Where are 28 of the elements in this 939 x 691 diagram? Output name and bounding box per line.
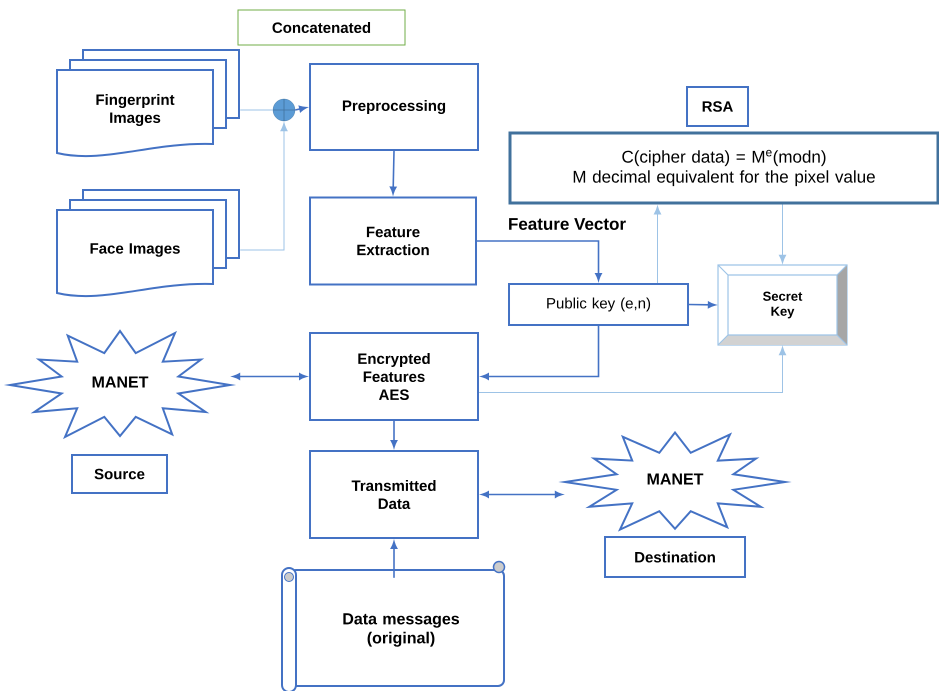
arrow xyxy=(390,150,397,194)
arrow xyxy=(390,421,398,448)
edge-label: Feature Vector xyxy=(506,217,628,231)
arrow xyxy=(232,373,307,380)
arrow xyxy=(481,326,600,380)
arrow xyxy=(477,240,602,281)
process-box: Preprocessing xyxy=(309,63,479,151)
document-stack: Face Images xyxy=(56,188,240,298)
summing-junction xyxy=(272,98,296,122)
process-box: Encrypted Features AES xyxy=(309,332,479,421)
process-box: RSA xyxy=(686,86,749,127)
arrow xyxy=(778,204,786,264)
arrow xyxy=(481,491,562,498)
process-box: Feature Extraction xyxy=(309,196,477,286)
process-box: Public key (e,n) xyxy=(508,283,689,326)
arrow xyxy=(295,106,307,112)
arrow xyxy=(654,206,662,284)
process-box: Transmitted Data xyxy=(309,450,479,539)
formula-box: C(cipher data) = M$^{e}$(modn) M decimal equivalent for the pixel value xyxy=(508,132,939,204)
arrow xyxy=(390,541,398,578)
arrow xyxy=(478,346,786,393)
bevel-box: Secret Key xyxy=(717,264,848,346)
process-box: Source xyxy=(71,454,168,494)
arrow xyxy=(689,301,716,308)
document-stack: Fingerprint Images xyxy=(56,48,240,158)
process-box: Destination xyxy=(604,536,746,578)
process-box: Concatenated xyxy=(238,10,406,46)
arrow xyxy=(240,122,288,250)
